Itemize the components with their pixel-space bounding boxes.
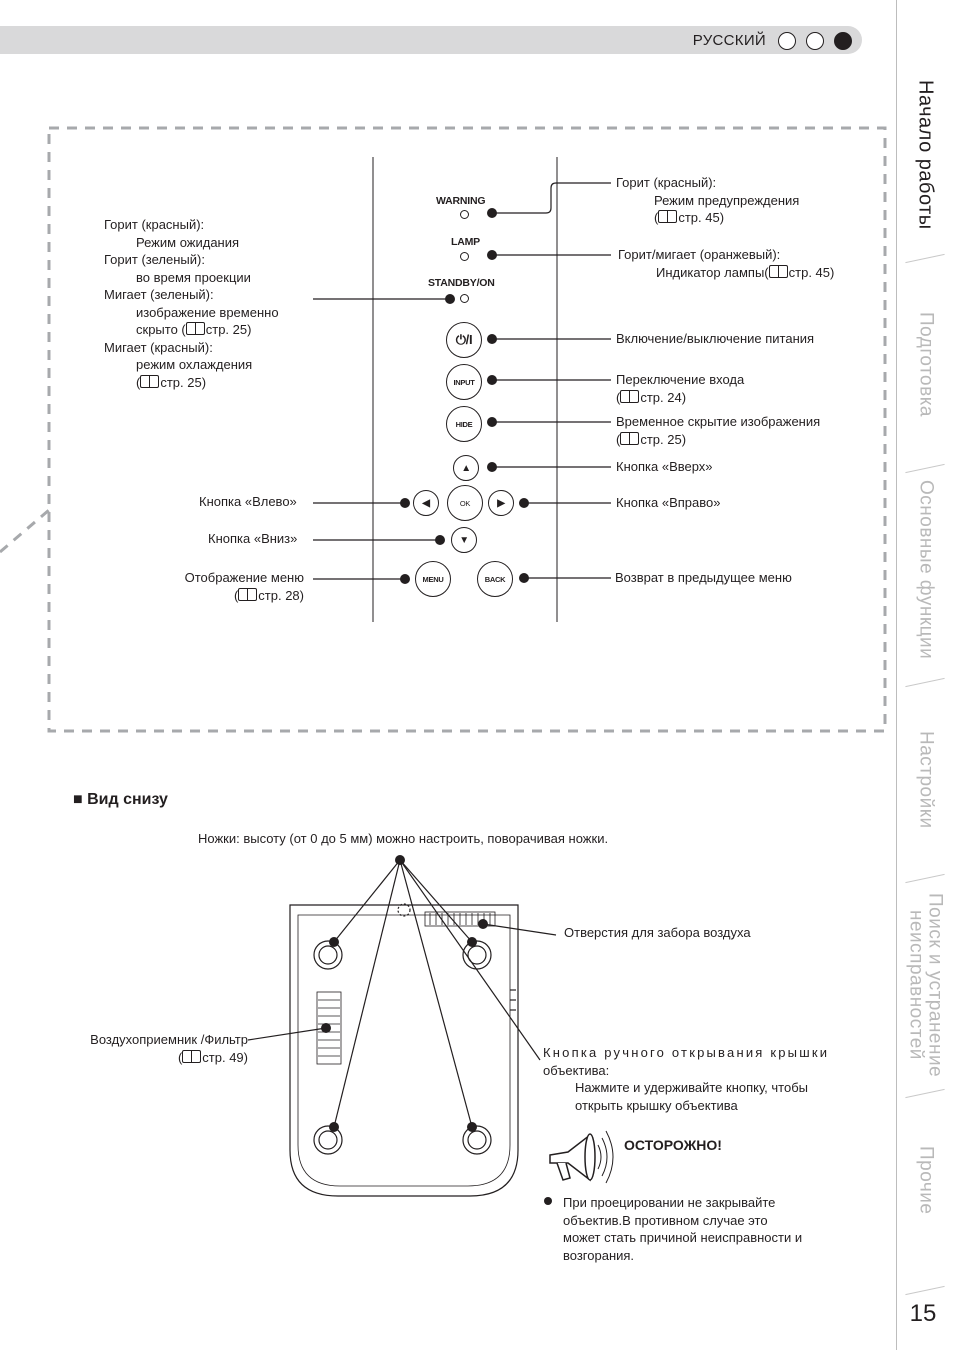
right-callout: Кнопка «Вправо» (616, 495, 721, 510)
back-button[interactable]: BACK (477, 561, 513, 597)
standby-callout: Горит (красный): Режим ожидания Горит (з… (104, 217, 279, 390)
standby-led (460, 294, 469, 303)
ok-button[interactable]: OK (447, 485, 483, 521)
section-title: ■ Вид снизу (73, 791, 168, 808)
back-callout: Возврат в предыдущее меню (615, 570, 792, 585)
language-label: РУССКИЙ (692, 32, 766, 49)
hide-button[interactable]: HIDE (446, 406, 482, 442)
tab-label: Начало работы (914, 80, 937, 230)
book-icon (620, 389, 640, 403)
megaphone-icon (549, 1130, 614, 1184)
warning-led (460, 210, 469, 219)
sidebar-divider (896, 0, 897, 1350)
tab-other[interactable]: Прочие (897, 1110, 954, 1250)
power-button[interactable]: ⏻/I (446, 322, 482, 358)
caution-title: ОСТОРОЖНО! (624, 1137, 722, 1153)
header-bar (0, 26, 862, 54)
tab-label: Настройки (915, 731, 937, 829)
power-callout: Включение/выключение питания (616, 331, 815, 346)
projector-bottom-view (289, 903, 519, 1197)
input-callout: Переключение входа (стр. 24) (616, 372, 745, 405)
air-intake-callout: Отверстия для забора воздуха (564, 925, 751, 940)
filter-callout: Воздухоприемник /Фильтр (стр. 49) (90, 1032, 248, 1065)
lang-dot-active (834, 32, 852, 50)
lamp-led (460, 252, 469, 261)
page-number: 15 (909, 1300, 937, 1327)
lamp-callout: Горит/мигает (оранжевый): Индикатор ламп… (618, 247, 835, 280)
left-button[interactable]: ◀ (413, 490, 439, 516)
book-icon (185, 322, 205, 335)
input-button[interactable]: INPUT (446, 364, 482, 400)
book-icon (182, 1049, 202, 1063)
book-icon (768, 264, 788, 278)
down-button[interactable]: ▼ (451, 527, 477, 553)
lamp-indicator-label: LAMP (451, 236, 480, 248)
tab-basic-functions[interactable]: Основные функции (897, 470, 954, 670)
tab-label: Основные функции (915, 480, 937, 660)
book-icon (140, 374, 160, 388)
lang-dot-empty (806, 32, 824, 50)
down-button-callout: Кнопка «Вниз» (208, 531, 298, 546)
tab-preparation[interactable]: Подготовка (897, 270, 954, 460)
book-icon (658, 210, 678, 223)
lens-cover-callout: Кнопка ручного открывания крышки объекти… (543, 1045, 830, 1113)
hide-callout: Временное скрытие изображения (стр. 25) (616, 414, 821, 447)
left-button-callout: Кнопка «Влево» (199, 494, 297, 509)
book-icon (238, 587, 258, 601)
tab-label: Прочие (915, 1145, 937, 1215)
up-button[interactable]: ▲ (453, 455, 479, 481)
warning-callout: Горит (красный): Режим предупреждения (с… (616, 175, 800, 225)
feet-caption: Ножки: высоту (от 0 до 5 мм) можно настр… (198, 831, 609, 846)
tab-getting-started[interactable]: Начало работы (897, 60, 954, 250)
menu-button[interactable]: MENU (415, 561, 451, 597)
standby-indicator-label: STANDBY/ON (428, 277, 495, 289)
menu-callout: Отображение меню (стр. 28) (184, 570, 304, 603)
right-button[interactable]: ▶ (488, 490, 514, 516)
caution-text: При проецировании не закрывайте объектив… (563, 1195, 803, 1263)
lang-dot-empty (778, 32, 796, 50)
warning-indicator-label: WARNING (436, 195, 486, 207)
tab-settings[interactable]: Настройки (897, 690, 954, 870)
book-icon (620, 431, 640, 445)
tab-label: Подготовка (915, 312, 937, 418)
up-callout: Кнопка «Вверх» (616, 459, 713, 474)
